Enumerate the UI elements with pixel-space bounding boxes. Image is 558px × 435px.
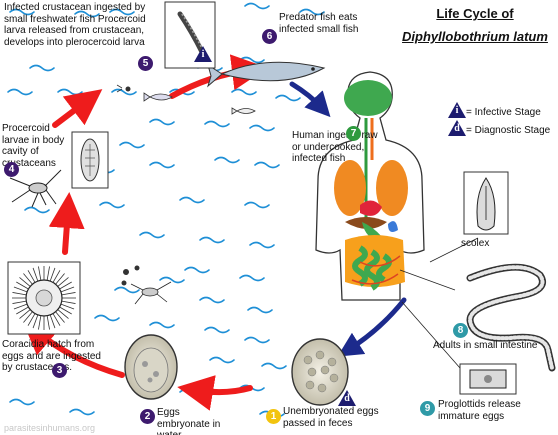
scolex-illustration <box>429 171 509 263</box>
stage-2-badge: 2 <box>140 409 155 424</box>
stage-1-label: Unembryonated eggs passed in feces <box>283 406 379 429</box>
cilium-line <box>23 311 33 323</box>
unembryonated-egg <box>291 338 349 406</box>
cilium-line <box>16 306 29 315</box>
cilium-line <box>16 281 29 290</box>
title-line-1: Life Cycle of <box>436 6 514 21</box>
human-body-illustration <box>315 71 425 301</box>
small-fish-illustration <box>116 84 256 115</box>
infective-stage-marker: i <box>194 46 212 62</box>
stage-3-badge: 3 <box>52 363 67 378</box>
stage-2-label: Eggs embryonate in water <box>157 407 221 435</box>
stage-6-badge: 6 <box>262 29 277 44</box>
cilium-line <box>57 277 69 287</box>
stage-9-label: Proglottids release immature eggs <box>438 399 521 422</box>
cilium-line <box>57 309 69 319</box>
cilium-line <box>13 303 28 310</box>
cilium-line <box>59 281 72 290</box>
cilium-line <box>19 309 31 319</box>
diagnostic-stage-symbol: d <box>448 120 466 136</box>
stage-9-badge: 9 <box>420 401 435 416</box>
stage-5-badge: 5 <box>138 56 153 71</box>
cilium-line <box>55 311 65 323</box>
cilium-line <box>27 313 36 326</box>
stage-7-badge: 7 <box>346 126 361 141</box>
cilium-line <box>55 273 65 285</box>
title-line-2: Diphyllobothrium latum <box>402 29 548 44</box>
stage-5-label: Infected crustacean ingested by small fr… <box>4 2 146 48</box>
cilium-line <box>46 266 50 281</box>
diagram-title: Life Cycle of Diphyllobothrium latum <box>400 6 550 44</box>
watermark: parasitesinhumans.org <box>4 423 96 433</box>
coracidium-box <box>7 261 81 335</box>
stage-8-badge: 8 <box>453 323 468 338</box>
stage-4-label: Procercoid larvae in body cavity of crus… <box>2 123 65 169</box>
cilium-line <box>61 300 76 304</box>
cilium-line <box>13 286 28 293</box>
diagnostic-stage-legend: = Diagnostic Stage <box>466 125 551 136</box>
infective-stage-legend: = Infective Stage <box>466 107 541 118</box>
cilium-line <box>32 267 39 282</box>
cilium-line <box>61 292 76 296</box>
cilium-line <box>38 266 42 281</box>
cilium-line <box>12 300 27 304</box>
stage-4-badge: 4 <box>4 162 19 177</box>
cilium-line <box>27 270 36 283</box>
stage-8-label: Adults in small intestine <box>433 340 538 351</box>
cilium-line <box>52 313 61 326</box>
predator-fish-illustration <box>207 61 326 88</box>
human-arrows <box>289 81 407 357</box>
scolex-label: scolex <box>461 238 490 249</box>
stage-3-label: Coracidia hatch from eggs and are ingest… <box>2 339 101 373</box>
diagnostic-stage-marker: d <box>338 390 356 406</box>
stage-1-badge: 1 <box>266 409 281 424</box>
cilium-line <box>19 277 31 287</box>
cilium-line <box>60 303 75 310</box>
cilium-line <box>59 306 72 315</box>
crustacean-illustration <box>9 169 62 208</box>
infective-stage-symbol: i <box>448 102 466 118</box>
cilium-line <box>60 286 75 293</box>
cilium-line <box>49 314 56 329</box>
cilium-line <box>12 292 27 296</box>
procercoid-larvae-box <box>71 131 109 189</box>
proglottid-illustration <box>401 301 517 395</box>
cilium-line <box>49 267 56 282</box>
cilium-line <box>23 273 33 285</box>
cilium-line <box>46 315 50 330</box>
cilium-line <box>38 315 42 330</box>
cilium-line <box>32 314 39 329</box>
embryonated-egg <box>124 334 178 400</box>
stage-6-label: Predator fish eats infected small fish <box>279 12 359 35</box>
coracidia-and-copepod <box>121 265 172 305</box>
cilium-line <box>52 270 61 283</box>
adult-tapeworm-illustration <box>399 263 556 372</box>
stage-7-label: Human ingests raw or undercooked, infect… <box>292 130 378 164</box>
